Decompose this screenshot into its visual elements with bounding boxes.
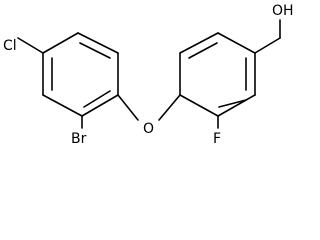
bond: [179, 32, 219, 54]
chlorine-label: Cl: [3, 38, 17, 54]
double-bond-inner: [83, 90, 111, 108]
bond: [42, 94, 83, 117]
bond-to-chlorine: [17, 37, 44, 54]
fluorine-label: F: [213, 131, 221, 147]
double-bond-inner: [218, 99, 247, 108]
double-bond-inner: [79, 42, 111, 59]
bond: [77, 32, 119, 54]
bond: [179, 94, 219, 117]
bond-ring-b-to-ch2: [254, 37, 281, 54]
bond-ring-a-to-oxygen: [117, 94, 139, 121]
double-bond-inner: [188, 42, 218, 59]
ether-oxygen-label: O: [143, 121, 154, 137]
molecule-structure: Cl Br O F OH: [3, 3, 294, 147]
bond: [217, 32, 256, 54]
ring-a: [42, 32, 119, 117]
ring-b: [179, 32, 256, 117]
bond: [42, 32, 79, 54]
bond-oxygen-to-ring-b: [158, 94, 181, 121]
bromine-label: Br: [71, 131, 87, 147]
hydroxyl-label: OH: [272, 3, 294, 19]
bond: [217, 94, 256, 117]
bond: [81, 94, 119, 117]
